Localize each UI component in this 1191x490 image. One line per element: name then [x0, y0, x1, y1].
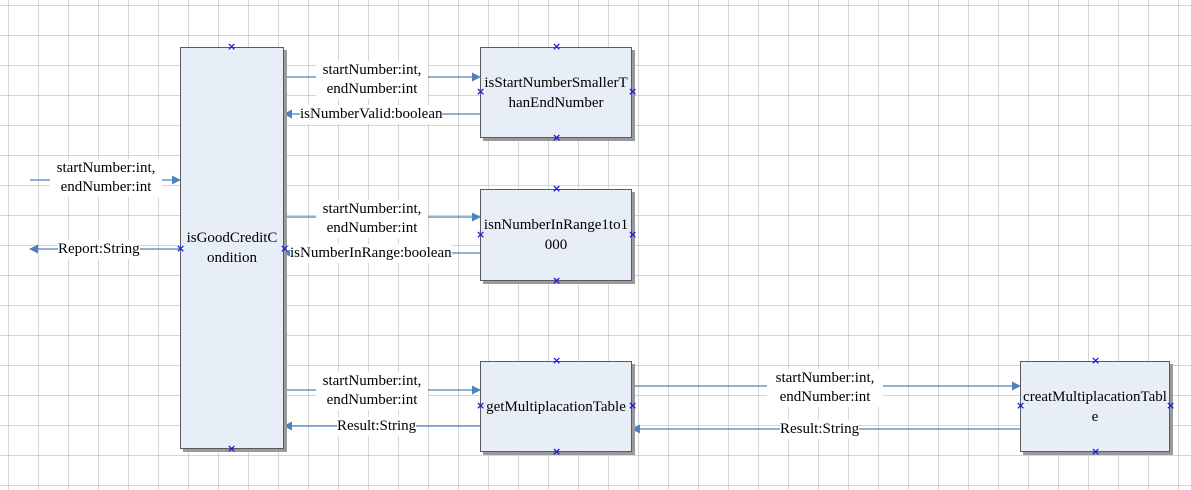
edge-label-to-validator: startNumber:int, endNumber:int: [316, 61, 428, 99]
edge-label-to-getter: startNumber:int, endNumber:int: [316, 372, 428, 410]
node-label: getMultiplacationTable: [486, 398, 626, 415]
x-cross-icon[interactable]: ×: [552, 445, 562, 458]
node-is-start-number-smaller[interactable]: isStartNumberSmallerThanEndNumber: [480, 47, 632, 138]
x-cross-icon[interactable]: ×: [552, 354, 562, 367]
edge-label-from-getter: Result:String: [337, 417, 417, 436]
edge-label-report-out: Report:String: [58, 240, 140, 259]
x-cross-icon[interactable]: ×: [1016, 399, 1026, 412]
x-cross-icon[interactable]: ×: [1091, 354, 1101, 367]
node-label: isnNumberInRange1to1000: [483, 217, 629, 253]
x-cross-icon[interactable]: ×: [1166, 399, 1176, 412]
x-cross-icon[interactable]: ×: [628, 399, 638, 412]
x-cross-icon[interactable]: ×: [476, 399, 486, 412]
node-creat-multiplication-table[interactable]: creatMultiplacationTable: [1020, 361, 1170, 452]
x-cross-icon[interactable]: ×: [628, 85, 638, 98]
edge-label-input-in: startNumber:int, endNumber:int: [50, 159, 162, 197]
node-is-number-in-range[interactable]: isnNumberInRange1to1000: [480, 189, 632, 281]
node-label: isGoodCreditCondition: [186, 230, 278, 266]
edge-label-from-creator: Result:String: [780, 420, 860, 439]
x-cross-icon[interactable]: ×: [552, 40, 562, 53]
node-label: isStartNumberSmallerThanEndNumber: [484, 74, 628, 111]
edge-label-to-creator: startNumber:int, endNumber:int: [767, 369, 883, 407]
x-cross-icon[interactable]: ×: [227, 40, 237, 53]
node-get-multiplication-table[interactable]: getMultiplacationTable: [480, 361, 632, 452]
x-cross-icon[interactable]: ×: [552, 182, 562, 195]
x-cross-icon[interactable]: ×: [476, 85, 486, 98]
x-cross-icon[interactable]: ×: [176, 242, 186, 255]
edge-label-to-range: startNumber:int, endNumber:int: [316, 200, 428, 238]
edge-label-from-range: isNumberInRange:boolean: [290, 244, 452, 263]
x-cross-icon[interactable]: ×: [628, 228, 638, 241]
x-cross-icon[interactable]: ×: [1091, 445, 1101, 458]
x-cross-icon[interactable]: ×: [552, 274, 562, 287]
x-cross-icon[interactable]: ×: [280, 242, 290, 255]
node-label: creatMultiplacationTable: [1023, 388, 1167, 425]
x-cross-icon[interactable]: ×: [552, 131, 562, 144]
edge-label-from-validator: isNumberValid:boolean: [300, 105, 443, 124]
node-is-good-credit-condition[interactable]: isGoodCreditCondition: [180, 47, 284, 449]
x-cross-icon[interactable]: ×: [227, 442, 237, 455]
x-cross-icon[interactable]: ×: [476, 228, 486, 241]
